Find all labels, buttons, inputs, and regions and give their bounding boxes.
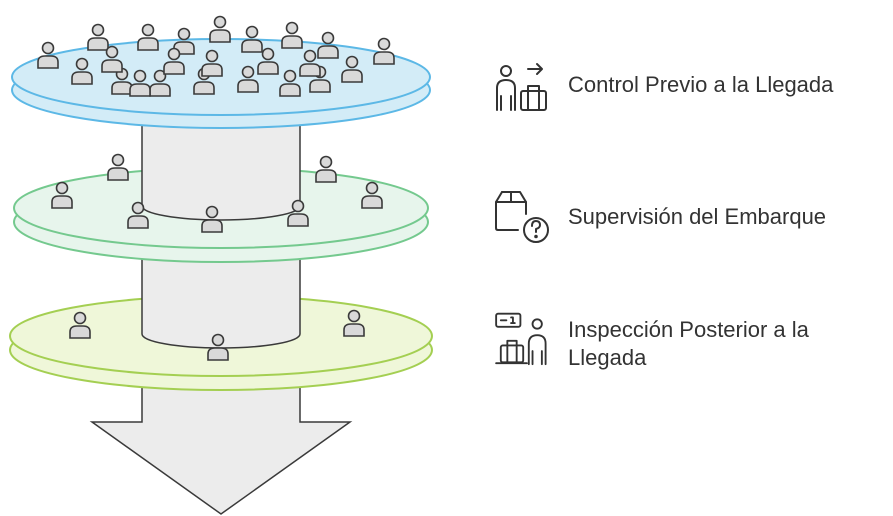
person-icon: [299, 49, 321, 77]
ticket-luggage-person-icon: [495, 312, 547, 366]
legend-label-1: Control Previo a la Llegada: [568, 72, 834, 97]
person-icon: [149, 69, 171, 97]
person-icon: [207, 333, 229, 361]
down-arrow: [89, 381, 353, 515]
person-icon: [201, 205, 223, 233]
person-icon: [257, 47, 279, 75]
legend-label-3-line-1: Inspección Posterior a la: [568, 317, 809, 342]
legend-item-1: Control Previo a la Llegada: [490, 58, 833, 114]
person-icon: [71, 57, 93, 85]
person-icon: [127, 201, 149, 229]
person-icon: [37, 41, 59, 69]
person-icon: [163, 47, 185, 75]
person-icon: [315, 155, 337, 183]
legend-label-2: Supervisión del Embarque: [568, 204, 827, 229]
person-icon: [101, 45, 123, 73]
person-icon: [107, 153, 129, 181]
box-question-icon: [495, 191, 549, 243]
person-icon: [69, 311, 91, 339]
person-icon: [209, 15, 231, 43]
person-arrow-luggage-icon: [496, 63, 547, 111]
person-icon: [281, 21, 303, 49]
person-icon: [241, 25, 263, 53]
person-icon: [237, 65, 259, 93]
person-icon: [373, 37, 395, 65]
legend-label-3-line-2: Llegada: [568, 345, 647, 370]
person-icon: [361, 181, 383, 209]
person-icon: [201, 49, 223, 77]
person-icon: [137, 23, 159, 51]
person-icon: [129, 69, 151, 97]
person-icon: [51, 181, 73, 209]
legend-item-2: Supervisión del Embarque: [490, 188, 826, 244]
person-icon: [341, 55, 363, 83]
funnel-column-upper: [141, 117, 301, 221]
person-icon: [279, 69, 301, 97]
person-icon: [317, 31, 339, 59]
person-icon: [87, 23, 109, 51]
person-icon: [287, 199, 309, 227]
person-icon: [343, 309, 365, 337]
legend-item-3: Inspección Posterior a la Llegada: [490, 310, 809, 372]
people-icons: [37, 15, 395, 361]
funnel-column-lower: [141, 249, 301, 349]
